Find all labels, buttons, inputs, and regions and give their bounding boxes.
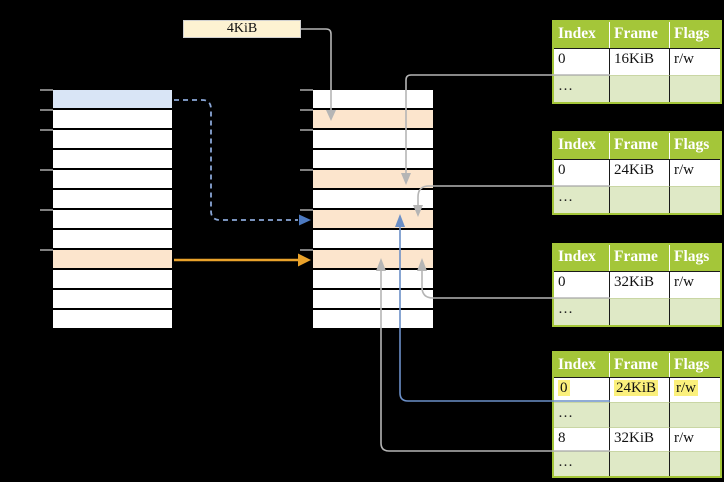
header-cell-flags: Flags xyxy=(670,245,720,271)
table-cell-index: … xyxy=(554,186,610,213)
physical-memory-row-frame xyxy=(313,170,433,190)
table-cell-index: 0 xyxy=(554,377,610,402)
table-cell-flags: r/w xyxy=(670,426,720,452)
virtual-memory-row-empty xyxy=(53,110,172,130)
header-cell-index: Index xyxy=(554,22,610,48)
physical-memory-row-frame xyxy=(313,210,433,230)
tick-mark xyxy=(300,169,313,171)
header-cell-frame: Frame xyxy=(610,133,670,159)
arrow-mapped-page-head xyxy=(298,253,311,267)
table-cell-frame: 16KiB xyxy=(610,48,670,75)
table-cell-frame: 32KiB xyxy=(610,426,670,452)
table-cell-index: 0 xyxy=(554,159,610,186)
table-cell-index: … xyxy=(554,75,610,102)
virtual-memory-row-empty xyxy=(53,150,172,170)
physical-memory-row-empty xyxy=(313,190,433,210)
highlighted-value: 0 xyxy=(558,380,570,396)
header-cell-frame: Frame xyxy=(610,22,670,48)
table-cell-flags xyxy=(670,451,720,476)
table-cell-flags: r/w xyxy=(670,48,720,75)
tick-mark xyxy=(300,129,313,131)
table-cell-index: … xyxy=(554,401,610,427)
header-cell-index: Index xyxy=(554,245,610,271)
table-cell-flags: r/w xyxy=(670,159,720,186)
virtual-memory-row-empty xyxy=(53,270,172,290)
table-cell-flags: r/w xyxy=(670,271,720,298)
tick-mark xyxy=(40,109,53,111)
virtual-memory-row-empty xyxy=(53,290,172,310)
virtual-memory-column xyxy=(53,90,172,328)
table-cell-flags: r/w xyxy=(670,377,720,402)
table-cell-frame: 24KiB xyxy=(610,159,670,186)
physical-memory-column xyxy=(313,90,433,328)
physical-memory-row-frame xyxy=(313,110,433,130)
table-cell-frame xyxy=(610,186,670,213)
virtual-memory-row-empty xyxy=(53,170,172,190)
table-cell-flags xyxy=(670,298,720,325)
virtual-memory-row-mapped xyxy=(53,250,172,270)
tick-mark xyxy=(300,249,313,251)
highlighted-value: 24KiB xyxy=(614,380,659,396)
table-cell-frame xyxy=(610,451,670,476)
virtual-memory-row-empty xyxy=(53,310,172,328)
header-cell-index: Index xyxy=(554,133,610,159)
virtual-memory-row-page xyxy=(53,90,172,110)
tick-mark xyxy=(40,89,53,91)
physical-memory-row-empty xyxy=(313,230,433,250)
table-cell-frame: 32KiB xyxy=(610,271,670,298)
arrow-virtual-page-dashed-head xyxy=(299,214,311,226)
header-cell-flags: Flags xyxy=(670,133,720,159)
table-cell-index: 8 xyxy=(554,426,610,452)
physical-memory-row-empty xyxy=(313,150,433,170)
arrow-virtual-page-dashed xyxy=(174,99,298,221)
header-cell-flags: Flags xyxy=(670,353,720,377)
virtual-memory-row-empty xyxy=(53,190,172,210)
header-cell-flags: Flags xyxy=(670,22,720,48)
tick-mark xyxy=(40,249,53,251)
highlighted-value: r/w xyxy=(674,380,698,396)
frame-size-label: 4KiB xyxy=(183,20,301,38)
table-cell-frame xyxy=(610,298,670,325)
table-cell-index: 0 xyxy=(554,271,610,298)
table-cell-index: 0 xyxy=(554,48,610,75)
tick-mark xyxy=(40,209,53,211)
header-cell-frame: Frame xyxy=(610,353,670,377)
physical-memory-row-empty xyxy=(313,130,433,150)
virtual-memory-row-empty xyxy=(53,210,172,230)
table-cell-index: … xyxy=(554,298,610,325)
physical-memory-row-frame xyxy=(313,250,433,270)
tick-mark xyxy=(40,129,53,131)
physical-memory-row-empty xyxy=(313,270,433,290)
physical-memory-row-empty xyxy=(313,290,433,310)
table-cell-index: … xyxy=(554,451,610,476)
virtual-memory-row-empty xyxy=(53,130,172,150)
physical-memory-row-empty xyxy=(313,90,433,110)
virtual-memory-row-empty xyxy=(53,230,172,250)
tick-mark xyxy=(300,209,313,211)
physical-memory-row-empty xyxy=(313,310,433,328)
table-cell-frame xyxy=(610,401,670,427)
table-cell-frame xyxy=(610,75,670,102)
tick-mark xyxy=(300,109,313,111)
header-cell-frame: Frame xyxy=(610,245,670,271)
table-cell-frame: 24KiB xyxy=(610,377,670,402)
table-cell-flags xyxy=(670,401,720,427)
header-cell-index: Index xyxy=(554,353,610,377)
tick-mark xyxy=(300,89,313,91)
table-cell-flags xyxy=(670,75,720,102)
table-cell-flags xyxy=(670,186,720,213)
tick-mark xyxy=(40,169,53,171)
